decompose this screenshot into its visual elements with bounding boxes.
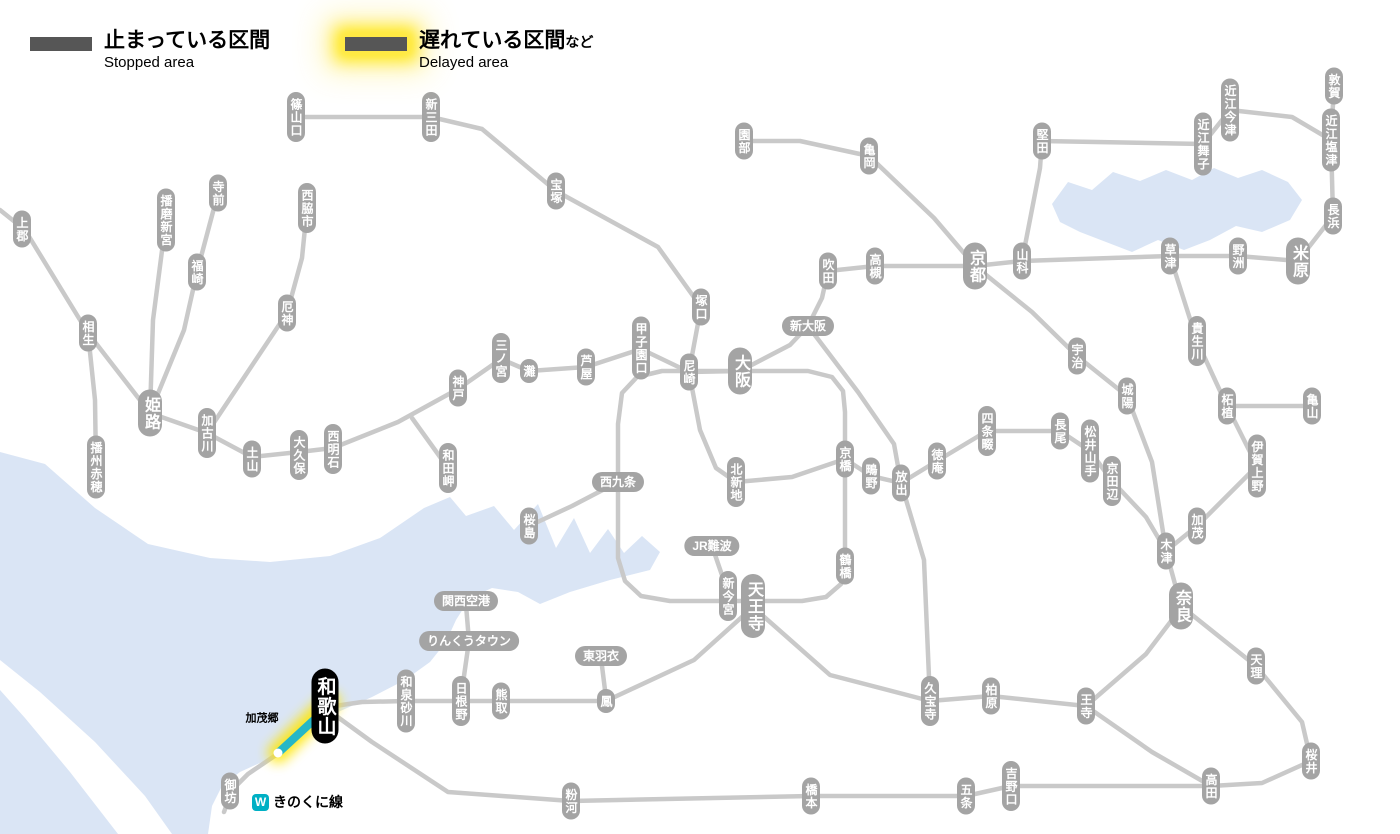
legend-delayed-label-en: Delayed area xyxy=(419,54,509,72)
rail-line xyxy=(709,543,731,600)
rail-line xyxy=(686,369,848,485)
rail-line xyxy=(598,655,609,701)
legend-stopped: 止まっている区間 Stopped area xyxy=(30,28,270,72)
legend-stopped-label-ja: 止まっている区間 xyxy=(104,29,271,52)
legend-stopped-label-en: Stopped area xyxy=(104,54,195,72)
rail-line xyxy=(1167,253,1230,409)
legend-stopped-bar xyxy=(30,37,92,51)
legend-delayed-bar xyxy=(345,37,407,51)
water-area xyxy=(0,452,660,834)
rail-line xyxy=(0,207,743,460)
legend-delayed-label-ja: 遅れている区間など xyxy=(419,28,593,54)
legend-delayed: 遅れている区間など Delayed area xyxy=(345,28,593,72)
rail-line xyxy=(615,368,848,604)
legend-delayed-label-suffix: など xyxy=(565,34,594,50)
legend-delayed-label-main: 遅れている区間 xyxy=(419,29,566,52)
line-symbol-w-icon: W xyxy=(252,793,269,811)
kinokuni-line-label: W きのくに線 xyxy=(250,790,350,814)
rail-line xyxy=(805,323,933,704)
rail-line xyxy=(147,190,221,416)
rail-line xyxy=(750,604,1184,709)
water-area xyxy=(1052,168,1302,252)
rail-line xyxy=(85,330,99,470)
land-area xyxy=(0,660,172,834)
rail-line xyxy=(1178,603,1314,789)
rail-line xyxy=(325,703,1214,804)
rail-line xyxy=(737,253,1301,374)
rail-line xyxy=(409,415,451,471)
rail-line xyxy=(1163,403,1315,554)
rail-line xyxy=(842,428,1169,554)
delayed-segment xyxy=(274,714,320,757)
rail-line xyxy=(741,138,978,269)
rail-line xyxy=(458,602,472,700)
rail-line xyxy=(1295,83,1337,264)
rail-line xyxy=(972,263,1169,554)
rail-line xyxy=(1163,548,1184,609)
rail-line xyxy=(204,205,310,436)
rail-line xyxy=(147,217,169,416)
rail-line xyxy=(293,114,704,375)
kinokuni-line-name: きのくに線 xyxy=(273,794,343,810)
delayed-endpoint-dot xyxy=(273,748,283,758)
